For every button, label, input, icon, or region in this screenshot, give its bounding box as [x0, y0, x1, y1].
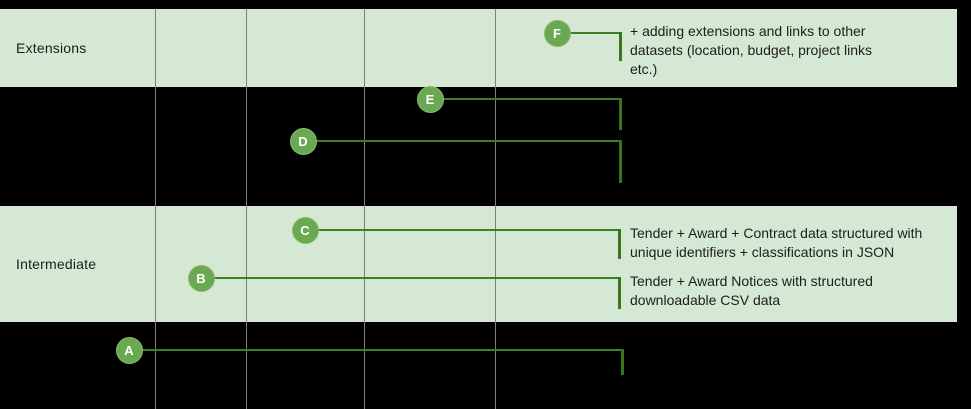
- gridline-2: [246, 9, 247, 409]
- connector-line-d: [303, 140, 622, 142]
- connector-line-e: [430, 98, 622, 100]
- note-b: Tender + Award Notices with structured d…: [630, 273, 873, 308]
- gridline-3: [364, 9, 365, 409]
- connector-drop-d: [619, 140, 622, 183]
- note-c: Tender + Award + Contract data structure…: [630, 225, 923, 260]
- connector-drop-f: [619, 32, 622, 61]
- gridline-1: [155, 9, 156, 409]
- note-f: + adding extensions and links to other d…: [630, 23, 873, 77]
- band-extensions: Extensions: [0, 9, 957, 87]
- gridline-4: [495, 9, 496, 409]
- connector-drop-b: [618, 277, 621, 309]
- band-intermediate: Intermediate: [0, 206, 957, 322]
- marker-b: B: [187, 264, 215, 292]
- marker-f: F: [543, 19, 571, 47]
- connector-line-b: [201, 277, 621, 279]
- band-label-extensions: Extensions: [16, 40, 87, 56]
- connector-drop-a: [621, 349, 624, 375]
- connector-drop-c: [618, 229, 621, 259]
- marker-a: A: [115, 336, 143, 364]
- band-label-intermediate: Intermediate: [16, 256, 97, 272]
- connector-line-a: [129, 349, 624, 351]
- connector-line-f: [557, 32, 622, 34]
- marker-c: C: [291, 216, 319, 244]
- connector-line-c: [305, 229, 621, 231]
- marker-d: D: [289, 127, 317, 155]
- marker-e: E: [416, 85, 444, 113]
- connector-drop-e: [619, 98, 622, 130]
